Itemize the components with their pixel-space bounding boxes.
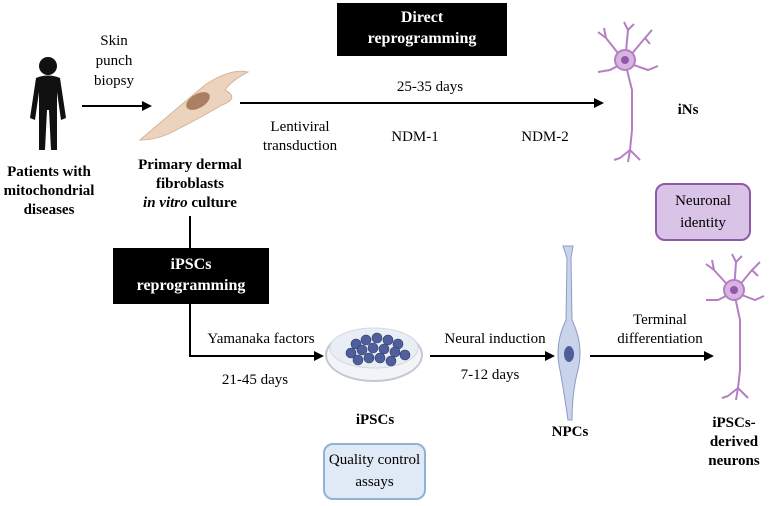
ins-label: iNs: [677, 102, 699, 118]
patients-label-line3: diseases: [23, 202, 75, 218]
npcs-label: NPCs: [551, 424, 589, 440]
neural-induction-label: Neural induction: [444, 331, 546, 347]
fibroblasts-label-line3: in vitro culture: [120, 193, 260, 213]
fibroblasts-label-line1: Primary dermal: [138, 157, 242, 173]
neuronal-identity-line2: identity: [680, 215, 726, 231]
derived-label-line3: neurons: [708, 453, 760, 469]
direct-days-label: 25-35 days: [396, 79, 464, 95]
yamanaka-label: Yamanaka factors: [207, 331, 315, 347]
patient-silhouette-icon: [30, 57, 66, 150]
petri-dish-icon: [325, 327, 423, 382]
fibroblast-cell-icon: [138, 70, 250, 141]
quality-control-line2: assays: [355, 474, 394, 490]
induced-neuron-icon: [597, 21, 659, 163]
ndm1-label: NDM-1: [391, 129, 439, 145]
quality-control-line1: Quality control: [328, 452, 421, 468]
fibroblasts-label-line2: fibroblasts: [155, 176, 225, 192]
derived-label-line2: derived: [709, 434, 759, 450]
npc-cell-icon: [557, 245, 581, 421]
in-vitro-text: in vitro: [143, 195, 188, 211]
culture-text: culture: [187, 195, 237, 211]
patients-label-line1: Patients with: [7, 164, 91, 180]
terminal-label-line1: Terminal: [633, 312, 687, 328]
npc-days-label: 7-12 days: [460, 367, 520, 383]
lentiviral-label-line2: transduction: [262, 138, 338, 154]
terminal-label-line2: differentiation: [617, 331, 703, 347]
ipscs-reprogramming-box: iPSCs reprogramming: [113, 248, 269, 304]
neuronal-identity-box: Neuronal identity: [655, 183, 751, 241]
patients-label-line2: mitochondrial: [3, 183, 95, 199]
derived-label-line1: iPSCs-: [712, 415, 756, 431]
neuronal-identity-line1: Neuronal: [675, 193, 731, 209]
direct-reprogramming-line1: Direct: [400, 9, 444, 26]
biopsy-label-line2: punch: [95, 53, 133, 69]
ipscs-reprogramming-line2: reprogramming: [136, 277, 246, 294]
ipscs-reprogramming-line1: iPSCs: [170, 256, 212, 273]
direct-reprogramming-box: Direct reprogramming: [337, 3, 507, 56]
ipsc-days-label: 21-45 days: [221, 372, 289, 388]
biopsy-label-line3: biopsy: [93, 73, 134, 89]
ipsc-derived-neuron-icon: [705, 253, 765, 401]
biopsy-label-line1: Skin: [100, 33, 128, 49]
lentiviral-label-line1: Lentiviral: [270, 119, 330, 135]
quality-control-box: Quality control assays: [323, 443, 426, 500]
ndm2-label: NDM-2: [521, 129, 569, 145]
direct-reprogramming-line2: reprogramming: [367, 30, 477, 47]
ipscs-label: iPSCs: [355, 412, 395, 428]
